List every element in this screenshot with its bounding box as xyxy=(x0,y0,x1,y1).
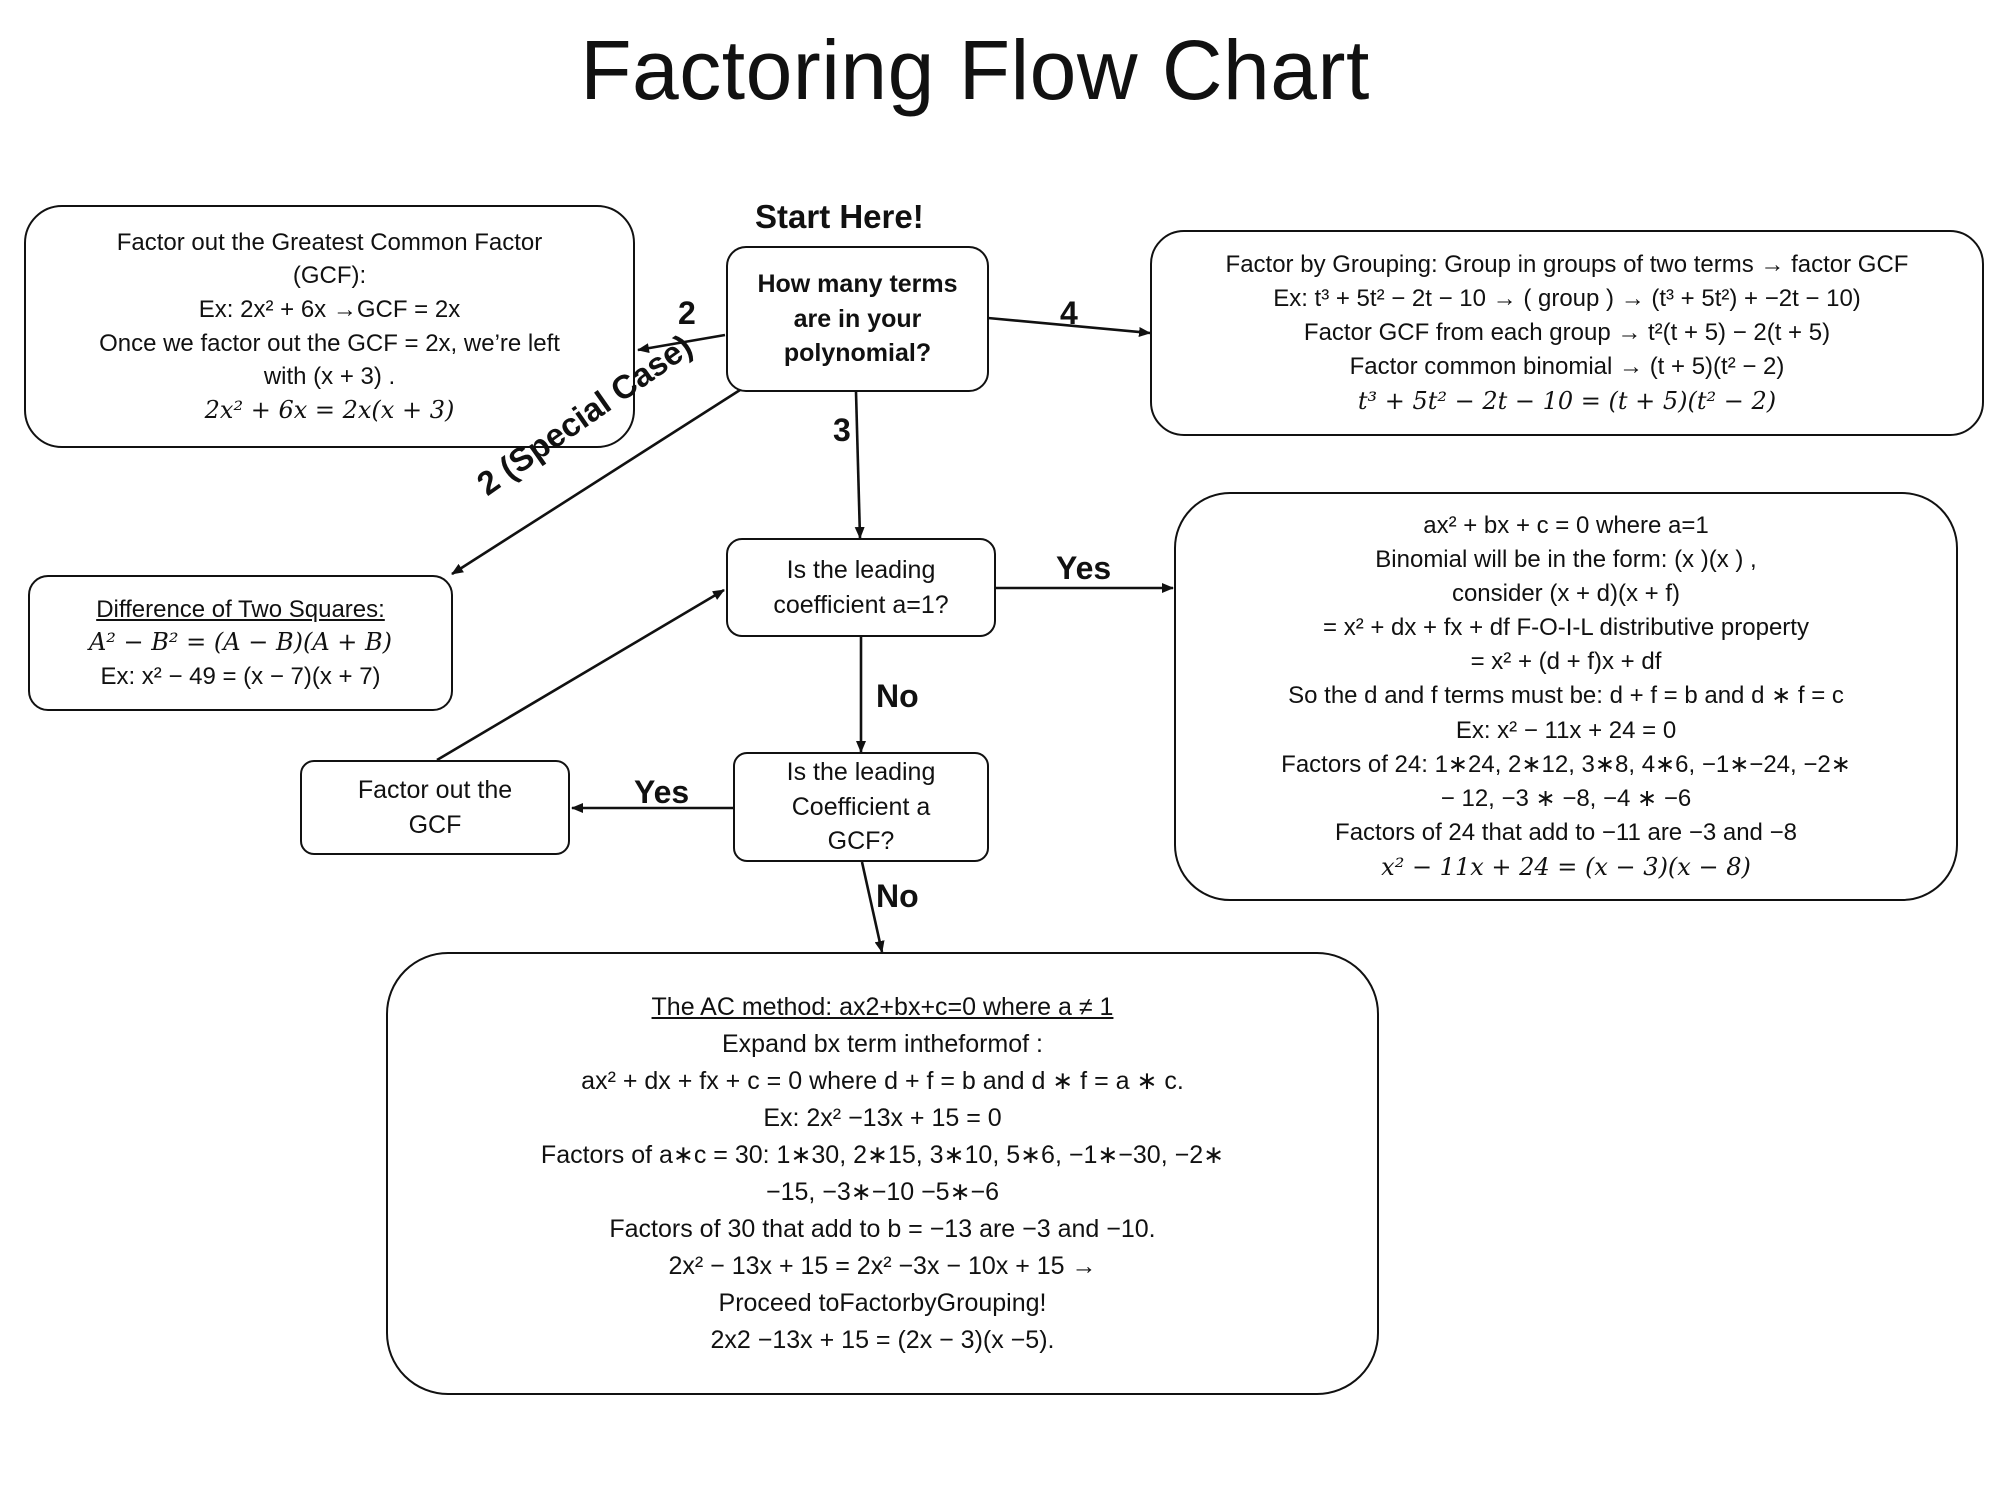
node-how-many-terms: How many terms are in your polynomial? xyxy=(726,246,989,392)
edge-label-leading-no: No xyxy=(876,678,919,714)
arrow-gcf-to-leading xyxy=(436,588,725,762)
arrow-to-leading xyxy=(854,391,865,539)
chart-title: Factoring Flow Chart xyxy=(580,23,1370,117)
edge-label-gcf-yes: Yes xyxy=(634,774,690,810)
node-a-equals-one: ax² + bx + c = 0 where a=1 Binomial will… xyxy=(1174,492,1958,901)
node-leading-coefficient: Is the leading coefficient a=1? xyxy=(726,538,996,637)
arrow-to-squares xyxy=(451,388,741,576)
arrow-to-grouping xyxy=(987,316,1151,337)
edge-label-to-leading: 3 xyxy=(833,412,851,448)
edge-label-leading-yes: Yes xyxy=(1056,550,1112,586)
start-label: Start Here! xyxy=(755,198,924,235)
node-factor-out-gcf: Factor out the GCF xyxy=(300,760,570,855)
node-ac-method: The AC method: ax2+bx+c=0 where a ≠ 1 Ex… xyxy=(386,952,1379,1395)
edge-label-to-grouping: 4 xyxy=(1060,295,1078,331)
node-leading-gcf: Is the leading Coefficient a GCF? xyxy=(733,752,989,862)
node-grouping: Factor by Grouping: Group in groups of t… xyxy=(1150,230,1984,436)
arrow-to-gcf xyxy=(637,333,726,354)
edge-label-gcf-no: No xyxy=(876,878,919,914)
arrow-gcf-no xyxy=(860,861,885,953)
edge-label-to-gcf: 2 xyxy=(678,295,696,331)
node-gcf: Factor out the Greatest Common Factor (G… xyxy=(24,205,635,448)
node-difference-of-squares: Difference of Two Squares: A² − B² = (A … xyxy=(28,575,453,711)
